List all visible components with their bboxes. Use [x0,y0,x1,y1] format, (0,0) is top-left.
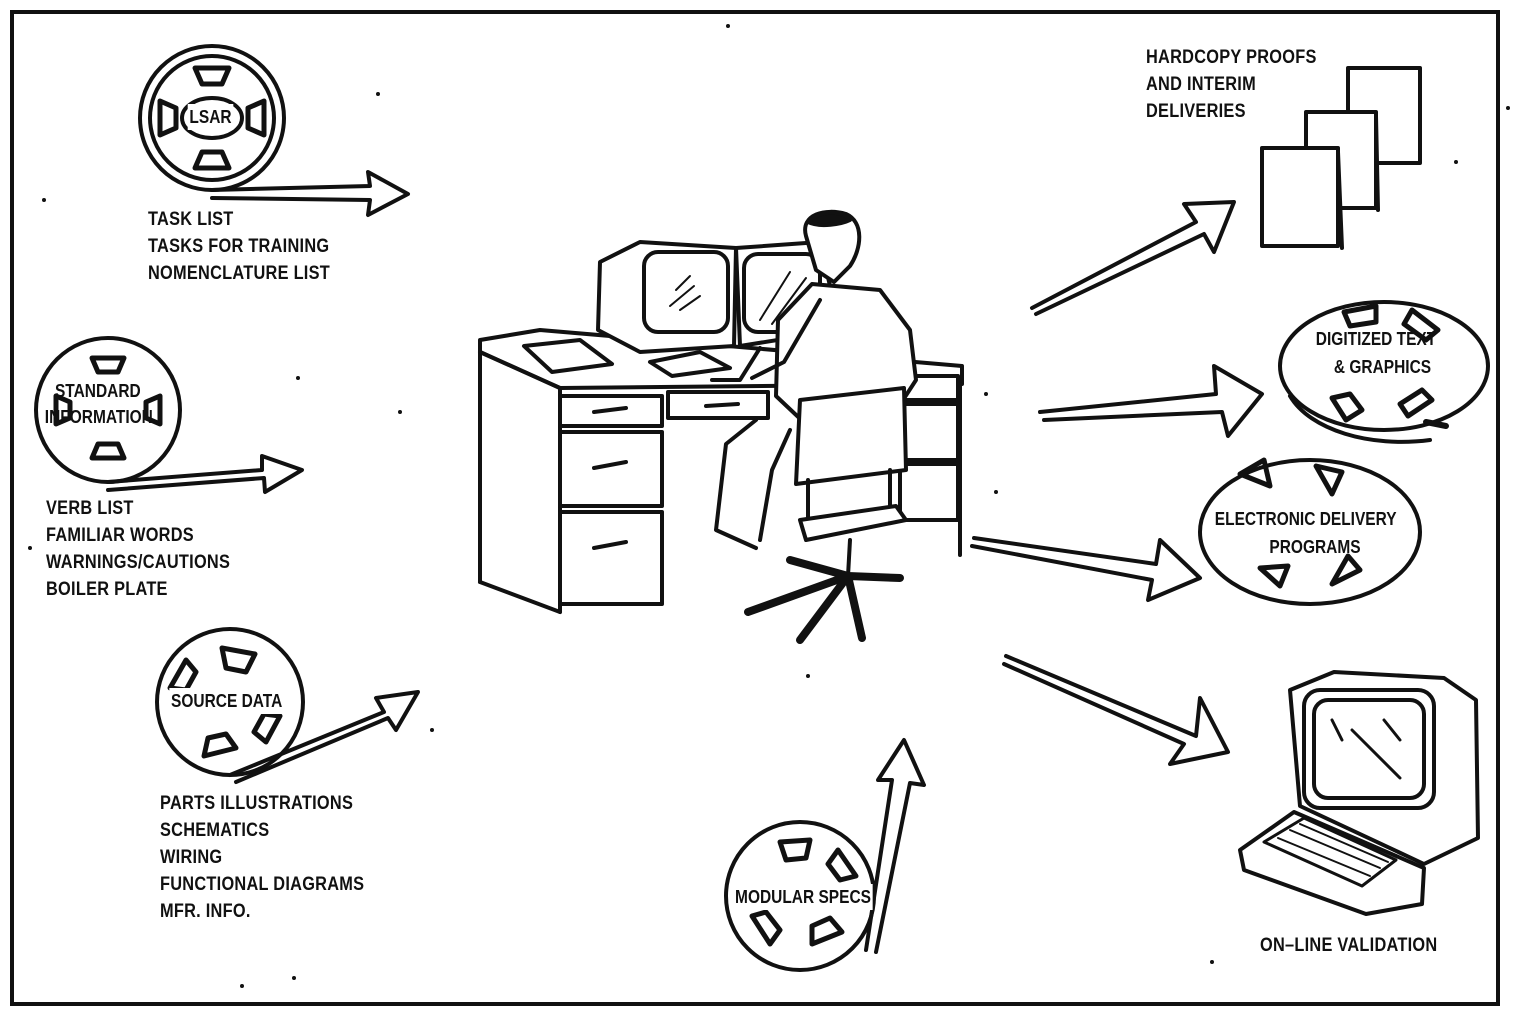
list-item: FUNCTIONAL DIAGRAMS [160,871,364,898]
source-data-reel-label: SOURCE DATA [169,688,284,714]
list-item: NOMENCLATURE LIST [148,260,330,287]
list-item: WIRING [160,844,364,871]
standard-reel-label-line2: INFORMATION [43,404,155,430]
hardcopy-label: HARDCOPY PROOFS AND INTERIM DELIVERIES [1146,44,1344,125]
modular-specs-arrow-icon [866,740,924,952]
online-arrow-icon [1004,656,1228,764]
standard-information-item-list: VERB LIST FAMILIAR WORDS WARNINGS/CAUTIO… [46,495,260,603]
digitized-reel-label-line2: & GRAPHICS [1332,354,1433,380]
hardcopy-label-line: DELIVERIES [1146,98,1317,125]
online-validation-label: ON–LINE VALIDATION [1260,932,1437,959]
list-item: VERB LIST [46,495,230,522]
lsar-item-list: TASK LIST TASKS FOR TRAINING NOMENCLATUR… [148,206,360,287]
list-item: BOILER PLATE [46,576,230,603]
electronic-reel-label-line2: PROGRAMS [1268,534,1363,560]
digitized-reel-label-line1: DIGITIZED TEXT [1314,326,1438,352]
standard-reel-label-line1: STANDARD [53,378,142,404]
list-item: MFR. INFO. [160,898,364,925]
hardcopy-label-line: HARDCOPY PROOFS [1146,44,1317,71]
online-validation-terminal-icon [1240,672,1478,914]
lsar-reel-label: LSAR [188,104,234,130]
source-data-item-list: PARTS ILLUSTRATIONS SCHEMATICS WIRING FU… [160,790,398,925]
electronic-reel-label-line1: ELECTRONIC DELIVERY [1213,506,1398,532]
electronic-arrow-icon [972,538,1200,600]
list-item: FAMILIAR WORDS [46,522,230,549]
electronic-reel-icon [1200,460,1420,604]
digitized-arrow-icon [1040,366,1262,436]
list-item: TASKS FOR TRAINING [148,233,330,260]
hardcopy-label-line: AND INTERIM [1146,71,1317,98]
list-item: SCHEMATICS [160,817,364,844]
operator-workstation-illustration [480,212,962,640]
hardcopy-arrow-icon [1032,202,1234,314]
list-item: WARNINGS/CAUTIONS [46,549,230,576]
modular-specs-reel-label: MODULAR SPECS [733,884,872,910]
list-item: TASK LIST [148,206,330,233]
list-item: PARTS ILLUSTRATIONS [160,790,364,817]
